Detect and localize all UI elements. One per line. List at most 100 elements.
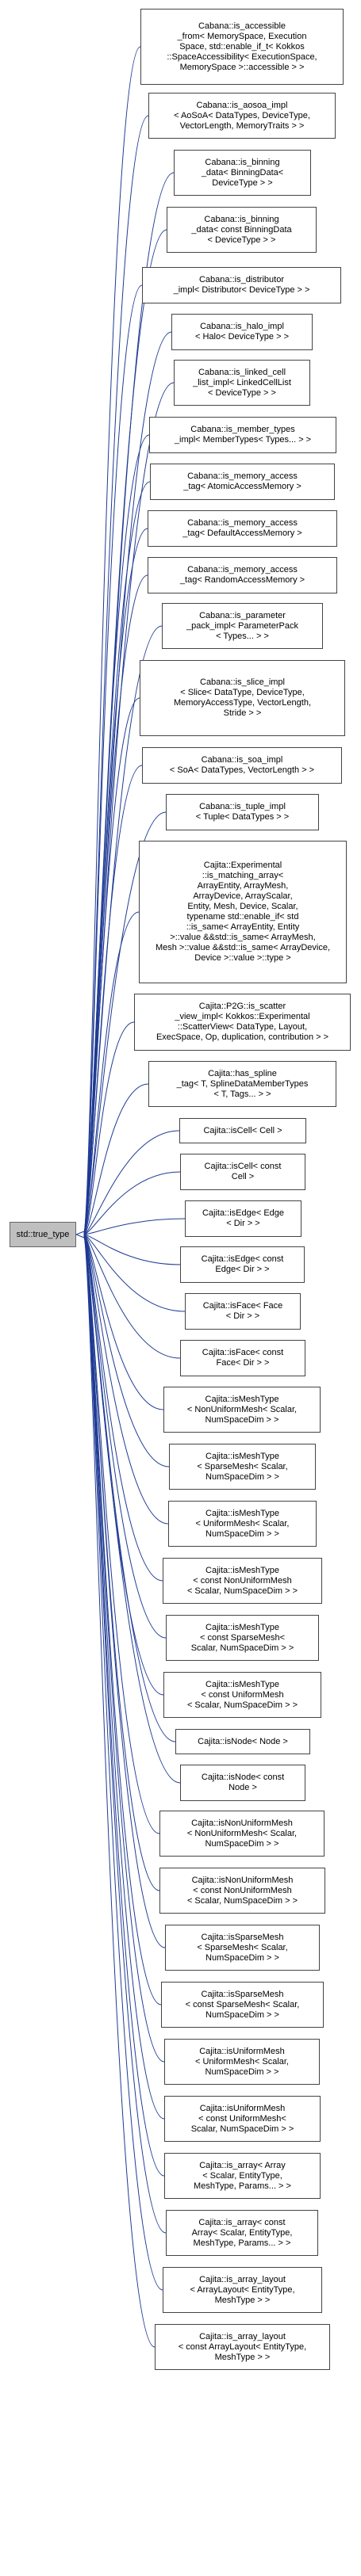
derived-class-node[interactable]: Cajita::isNode< const Node > [180,1765,305,1801]
derived-class-node[interactable]: Cajita::is_array_layout < ArrayLayout< E… [163,2267,322,2313]
derived-class-node[interactable]: Cabana::is_halo_impl < Halo< DeviceType … [171,314,313,350]
inheritance-edge [83,1234,181,1265]
derived-class-node[interactable]: Cajita::is_array< Array < Scalar, Entity… [164,2153,321,2199]
derived-class-node[interactable]: Cabana::is_aosoa_impl < AoSoA< DataTypes… [148,93,336,139]
derived-class-label: Cabana::is_binning _data< BinningData< D… [201,157,284,188]
derived-class-label: Cajita::isMeshType < NonUniformMesh< Sca… [186,1394,298,1425]
derived-class-label: Cabana::is_member_types _impl< MemberTyp… [174,425,312,445]
derived-class-node[interactable]: Cabana::is_member_types _impl< MemberTyp… [149,417,336,453]
derived-class-label: Cajita::isUniformMesh < const UniformMes… [190,2103,294,2134]
inheritance-edge [83,765,143,1235]
derived-class-node[interactable]: Cajita::isFace< const Face< Dir > > [180,1340,305,1376]
derived-class-label: Cajita::Experimental ::is_matching_array… [155,861,331,963]
derived-class-label: Cabana::is_tuple_impl < Tuple< DataTypes… [195,802,290,822]
derived-class-node[interactable]: Cajita::isEdge< const Edge< Dir > > [180,1246,305,1283]
inheritance-edge [83,1234,160,1834]
derived-class-label: Cabana::is_accessible _from< MemorySpace… [167,21,317,72]
inheritance-edge [83,574,148,1235]
derived-class-label: Cajita::isMeshType < SparseMesh< Scalar,… [197,1451,288,1482]
derived-class-node[interactable]: Cabana::is_binning _data< BinningData< D… [174,150,311,196]
derived-class-node[interactable]: Cajita::isMeshType < UniformMesh< Scalar… [168,1501,317,1547]
derived-class-node[interactable]: Cajita::isMeshType < const UniformMesh <… [163,1672,321,1718]
inheritance-edge [83,1234,169,1525]
derived-class-label: Cajita::isEdge< Edge < Dir > > [202,1208,285,1228]
inheritance-edge [83,115,149,1235]
derived-class-node[interactable]: Cajita::isNonUniformMesh < NonUniformMes… [159,1811,325,1857]
derived-class-node[interactable]: Cabana::is_memory_access _tag< AtomicAcc… [150,464,335,500]
derived-class-label: Cajita::P2G::is_scatter _view_impl< Kokk… [156,1002,329,1042]
derived-class-node[interactable]: Cajita::Experimental ::is_matching_array… [139,841,347,983]
derived-class-node[interactable]: Cajita::isSparseMesh < SparseMesh< Scala… [165,1925,320,1971]
derived-class-label: Cajita::isMeshType < const SparseMesh< S… [190,1622,294,1653]
inheritance-edge [83,1218,186,1235]
derived-class-label: Cabana::is_aosoa_impl < AoSoA< DataTypes… [174,100,310,131]
derived-class-node[interactable]: Cajita::isNonUniformMesh < const NonUnif… [159,1868,325,1914]
derived-class-node[interactable]: Cajita::is_array< const Array< Scalar, E… [166,2210,318,2256]
derived-class-label: Cabana::is_parameter _pack_impl< Paramet… [186,610,298,641]
inheritance-edge [83,1171,181,1235]
derived-class-node[interactable]: Cabana::is_tuple_impl < Tuple< DataTypes… [166,794,319,830]
derived-class-label: Cajita::is_array< Array < Scalar, Entity… [194,2160,291,2191]
inheritance-edge [83,1234,164,1410]
derived-class-node[interactable]: Cabana::is_slice_impl < Slice< DataType,… [140,660,345,736]
derived-class-label: Cajita::isNode< const Node > [201,1773,285,1792]
derived-class-label: Cajita::isCell< Cell > [203,1125,282,1135]
inheritance-edge [83,1234,186,1312]
derived-class-label: Cajita::has_spline _tag< T, SplineDataMe… [176,1068,309,1099]
inheritance-edge [83,1234,156,2348]
inheritance-edge [83,1083,149,1235]
inheritance-edge [83,1234,181,1784]
derived-class-node[interactable]: Cabana::is_memory_access _tag< RandomAcc… [148,557,337,593]
derived-class-node[interactable]: Cabana::is_soa_impl < SoA< DataTypes, Ve… [142,747,342,784]
derived-class-label: Cajita::isNonUniformMesh < NonUniformMes… [186,1818,298,1849]
derived-class-node[interactable]: Cabana::is_accessible _from< MemorySpace… [140,9,344,85]
derived-class-node[interactable]: Cabana::is_binning _data< const BinningD… [167,207,317,253]
derived-class-label: Cajita::isMeshType < const UniformMesh <… [186,1679,298,1710]
derived-class-label: Cabana::is_binning _data< const BinningD… [191,214,292,245]
derived-class-label: Cajita::is_array< const Array< Scalar, E… [191,2217,293,2248]
derived-class-label: Cajita::isMeshType < const NonUniformMes… [186,1565,298,1596]
inheritance-edge [83,1234,167,1639]
inheritance-edge [83,284,143,1235]
derived-class-node[interactable]: Cajita::isMeshType < const SparseMesh< S… [166,1615,319,1661]
derived-class-node[interactable]: Cajita::isFace< Face < Dir > > [185,1293,301,1330]
derived-class-label: Cajita::isCell< const Cell > [204,1162,282,1181]
derived-class-label: Cajita::isFace< const Face< Dir > > [202,1348,284,1368]
inheritance-edge [83,911,140,1235]
derived-class-label: Cajita::is_array_layout < ArrayLayout< E… [190,2274,295,2305]
derived-class-node[interactable]: Cajita::isCell< const Cell > [180,1154,305,1190]
derived-class-node[interactable]: Cabana::is_parameter _pack_impl< Paramet… [162,603,323,649]
derived-class-node[interactable]: Cajita::isEdge< Edge < Dir > > [185,1200,301,1237]
derived-class-node[interactable]: Cajita::isNode< Node > [175,1729,310,1754]
inheritance-edge [83,697,140,1235]
derived-class-label: Cajita::isNode< Node > [198,1736,288,1746]
derived-class-label: Cabana::is_distributor _impl< Distributo… [173,275,310,295]
derived-class-label: Cajita::isSparseMesh < SparseMesh< Scala… [197,1932,288,1963]
derived-class-label: Cabana::is_linked_cell _list_impl< Linke… [193,367,291,398]
derived-class-node[interactable]: Cabana::is_memory_access _tag< DefaultAc… [148,510,337,547]
derived-class-label: Cajita::isMeshType < UniformMesh< Scalar… [195,1508,290,1539]
derived-class-node[interactable]: Cabana::is_linked_cell _list_impl< Linke… [174,360,310,406]
derived-class-node[interactable]: Cajita::has_spline _tag< T, SplineDataMe… [148,1061,336,1107]
derived-class-node[interactable]: Cajita::isSparseMesh < const SparseMesh<… [161,1982,324,2028]
arrowhead-icon [75,1231,85,1238]
root-node[interactable]: std::true_type [10,1222,76,1247]
derived-class-node[interactable]: Cajita::isUniformMesh < const UniformMes… [164,2096,321,2142]
derived-class-node[interactable]: Cajita::isCell< Cell > [179,1118,306,1143]
root-label: std::true_type [16,1229,70,1239]
inheritance-edge [83,1021,135,1235]
inheritance-edge [83,1234,181,1359]
derived-class-node[interactable]: Cajita::isMeshType < NonUniformMesh< Sca… [163,1387,321,1433]
derived-class-label: Cabana::is_memory_access _tag< AtomicAcc… [183,471,301,491]
derived-class-node[interactable]: Cabana::is_distributor _impl< Distributo… [142,267,341,303]
derived-class-node[interactable]: Cajita::isMeshType < SparseMesh< Scalar,… [169,1444,316,1490]
derived-class-node[interactable]: Cajita::P2G::is_scatter _view_impl< Kokk… [134,994,351,1051]
derived-class-label: Cabana::is_soa_impl < SoA< DataTypes, Ve… [169,755,315,775]
inheritance-edge [83,1130,180,1235]
derived-class-label: Cajita::isSparseMesh < const SparseMesh<… [185,1989,300,2020]
derived-class-node[interactable]: Cajita::isUniformMesh < UniformMesh< Sca… [164,2039,320,2085]
derived-class-node[interactable]: Cajita::is_array_layout < const ArrayLay… [155,2324,330,2370]
derived-class-label: Cabana::is_slice_impl < Slice< DataType,… [173,677,312,718]
derived-class-node[interactable]: Cajita::isMeshType < const NonUniformMes… [163,1558,322,1604]
